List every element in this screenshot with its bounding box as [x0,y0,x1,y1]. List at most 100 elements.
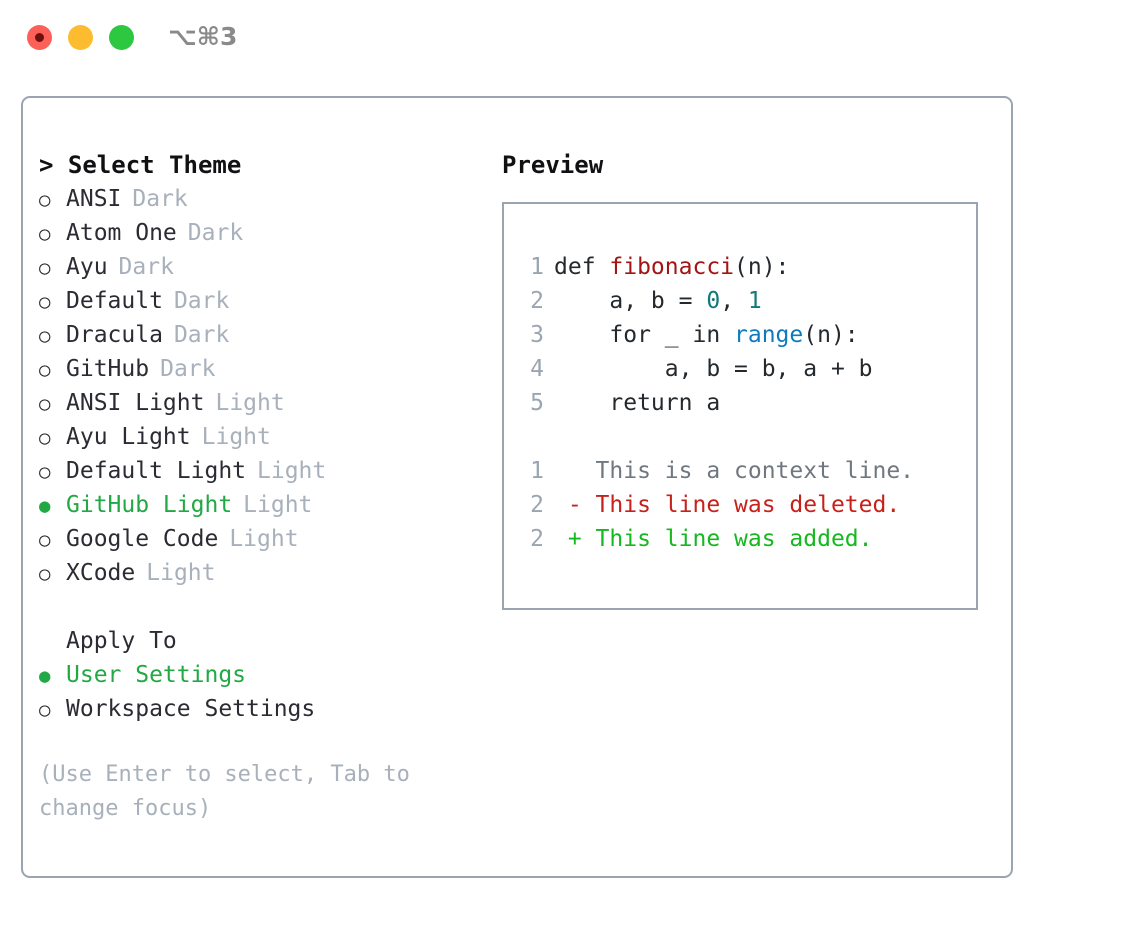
apply-to-heading: Apply To [66,628,177,654]
code-line: 2 - This line was deleted. [522,488,976,522]
line-number: 2 [530,492,544,518]
theme-option-tag: Dark [160,356,216,382]
theme-option-tag: Dark [132,186,188,212]
theme-option-tag: Light [243,492,313,518]
code-token: (n): [734,254,790,280]
theme-option-label: GitHub Light [66,492,233,518]
code-token: a, b = [554,288,707,314]
code-token [554,424,568,450]
theme-option-label: Ayu Light [66,424,191,450]
radio-unselected-icon: ○ [39,189,51,211]
theme-option-tag: Dark [173,322,230,348]
code-line: 2 a, b = 0, 1 [522,284,976,318]
line-number: 2 [530,288,544,314]
theme-option-label: Default Light [66,458,247,484]
code-token: This is a context line. [554,458,915,484]
code-token: return a [554,390,721,416]
code-token: a, b = b, a + b [554,356,873,382]
code-line: 1 def fibonacci(n): [522,250,976,284]
radio-selected-icon: ● [39,665,51,687]
theme-option-label: Dracula [66,322,163,348]
window-controls [27,25,134,50]
theme-option-tag: Light [146,560,216,586]
line-number: 4 [530,356,544,382]
radio-unselected-icon: ○ [39,325,51,347]
theme-option-label: Ayu [66,254,108,280]
theme-option-tag: Light [201,424,271,450]
theme-option[interactable]: ● GitHub Light Light [39,488,499,522]
radio-unselected-icon: ○ [39,359,51,381]
theme-option[interactable]: ○ XCode Light [39,556,499,590]
radio-unselected-icon: ○ [39,223,51,245]
code-line: 1 This is a context line. [522,454,976,488]
theme-option-tag: Dark [187,220,244,246]
code-token: for _ in [554,322,735,348]
theme-option-label: XCode [66,560,136,586]
code-token: def [554,254,610,280]
theme-option[interactable]: ○ ANSI Light Light [39,386,499,420]
apply-to-option[interactable]: ● User Settings [39,658,499,692]
radio-selected-icon: ● [39,495,51,517]
theme-option-label: ANSI [66,186,122,212]
code-token: + This line was added. [554,526,873,552]
preview-heading: Preview [502,151,604,179]
line-number: 5 [530,390,544,416]
code-token: range [734,322,804,348]
line-number: 1 [530,254,544,280]
theme-option-label: GitHub [66,356,150,382]
theme-option-label: Google Code [66,526,219,552]
code-line: 2 + This line was added. [522,522,976,556]
radio-unselected-icon: ○ [39,393,51,415]
line-number: 1 [530,458,544,484]
theme-option[interactable]: ○ Dracula Dark [39,318,499,352]
code-line [522,420,976,454]
theme-option[interactable]: ○ ANSI Dark [39,182,499,216]
code-token: (n): [803,322,859,348]
keyboard-hint: (Use Enter to select, Tab to change focu… [39,762,410,821]
line-number: 3 [530,322,544,348]
theme-option[interactable]: ○ GitHub Dark [39,352,499,386]
theme-option-tag: Dark [118,254,174,280]
close-button[interactable] [27,25,52,50]
theme-option-tag: Light [257,458,327,484]
line-number: 2 [530,526,544,552]
theme-option-tag: Dark [173,288,230,314]
code-token: , [720,288,748,314]
theme-option[interactable]: ○ Ayu Light Light [39,420,499,454]
code-token: 0 [706,288,721,314]
select-theme-heading: > Select Theme [39,151,242,179]
theme-option-label: ANSI Light [66,390,205,416]
radio-unselected-icon: ○ [39,257,51,279]
code-token: 1 [747,288,762,314]
minimize-button[interactable] [68,25,93,50]
radio-unselected-icon: ○ [39,563,51,585]
theme-option[interactable]: ○ Ayu Dark [39,250,499,284]
apply-to-list[interactable]: ● User Settings ○ Workspace Settings [39,658,499,726]
code-token: - This line was deleted. [554,492,901,518]
radio-unselected-icon: ○ [39,291,51,313]
radio-unselected-icon: ○ [39,427,51,449]
apply-to-option[interactable]: ○ Workspace Settings [39,692,499,726]
theme-option-tag: Light [229,526,299,552]
apply-to-option-label: Workspace Settings [66,696,316,722]
title-bar: ⌥⌘3 [0,0,1140,78]
code-line: 5 return a [522,386,976,420]
maximize-button[interactable] [109,25,134,50]
code-token: fibonacci [609,254,735,280]
keyboard-shortcut-label: ⌥⌘3 [168,22,238,51]
code-line: 3 for _ in range(n): [522,318,976,352]
theme-option-tag: Light [215,390,285,416]
radio-unselected-icon: ○ [39,699,51,721]
apply-to-option-label: User Settings [66,662,247,688]
